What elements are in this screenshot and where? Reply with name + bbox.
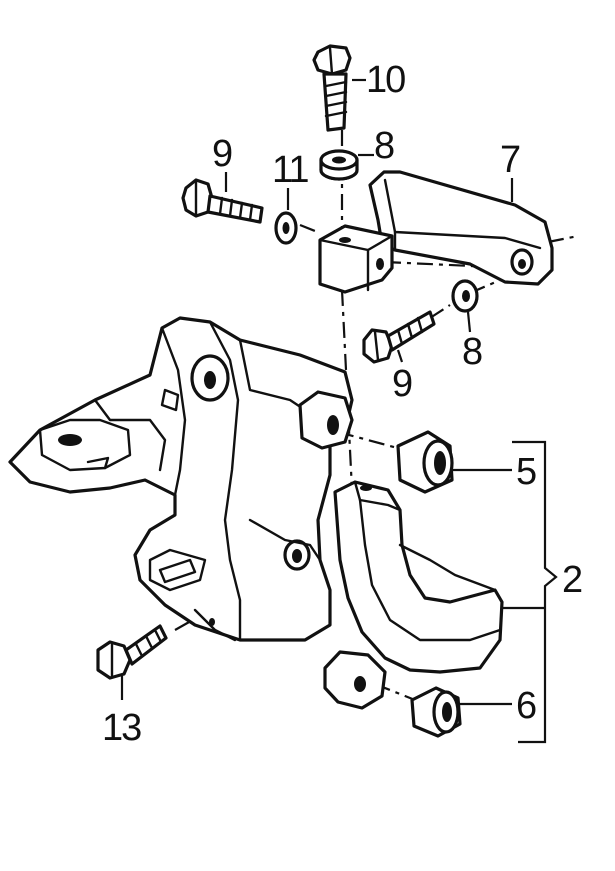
pivot-arm-2 xyxy=(323,480,504,710)
callout-13: 13 xyxy=(102,707,141,749)
bushing-5-bushing-icon xyxy=(396,430,454,494)
callout-2: 2 xyxy=(562,559,582,601)
callout-10: 10 xyxy=(366,59,405,101)
leader-lines xyxy=(120,78,558,744)
bushing-6-bushing-icon xyxy=(410,686,462,738)
callout-9-middle: 9 xyxy=(392,363,412,405)
bolt-9-upper-hex-bolt-icon xyxy=(181,178,264,224)
washer-8-right-washer-icon xyxy=(451,279,479,313)
callout-5: 5 xyxy=(516,451,536,493)
bolt-13-hex-bolt-icon xyxy=(96,624,168,680)
callout-8-right: 8 xyxy=(462,331,482,373)
callout-8-top: 8 xyxy=(374,125,394,167)
callout-7: 7 xyxy=(500,139,520,181)
callout-11: 11 xyxy=(272,149,308,191)
bolt-9-middle-hex-bolt-icon xyxy=(362,310,436,364)
bracket-7-bracket-icon xyxy=(318,170,554,294)
callout-labels: 10 8 9 11 7 8 9 5 2 6 13 xyxy=(102,59,584,749)
callout-9-upper: 9 xyxy=(212,133,232,175)
main-carrier-bracket xyxy=(8,316,354,642)
washer-11-washer-icon xyxy=(274,211,298,245)
washer-8-top-washer-icon xyxy=(319,149,359,181)
callout-6: 6 xyxy=(516,685,536,727)
bolt-10-hex-bolt-icon xyxy=(312,44,352,132)
